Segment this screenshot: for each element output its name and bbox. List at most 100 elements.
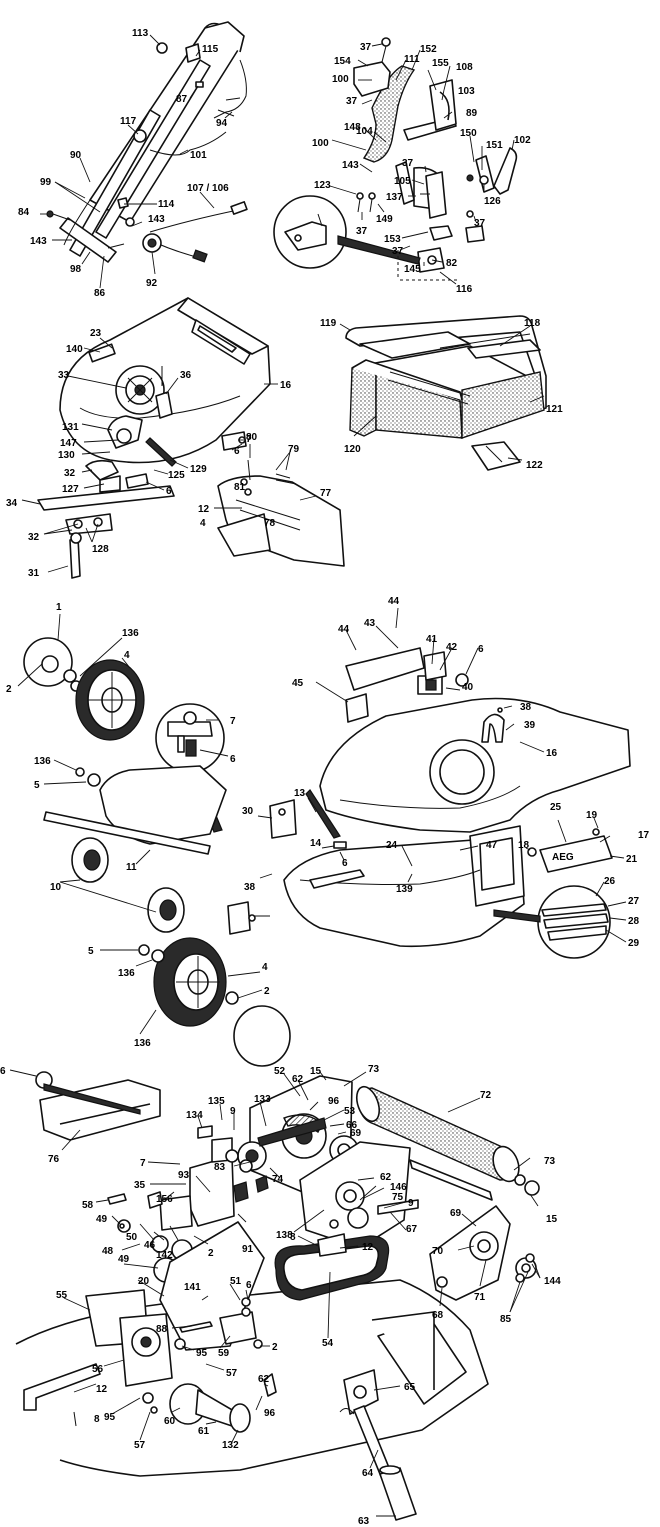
callout-12-b: 12: [362, 1242, 374, 1253]
callout-91: 91: [242, 1244, 254, 1255]
callout-15-a: 15: [310, 1066, 322, 1077]
callout-83: 83: [214, 1162, 226, 1173]
callout-120: 120: [344, 444, 361, 455]
callout-127: 127: [62, 484, 79, 495]
callout-2-d: 2: [272, 1342, 278, 1353]
callout-15-b: 15: [546, 1214, 558, 1225]
callout-56: 56: [92, 1364, 104, 1375]
callout-114: 114: [158, 199, 175, 210]
callout-67: 67: [406, 1224, 418, 1235]
callout-131: 131: [62, 422, 79, 433]
callout-6-f: 6: [0, 1066, 6, 1077]
callout-117: 117: [120, 116, 137, 127]
callout-32-a: 32: [64, 468, 76, 479]
callout-38-b: 38: [520, 702, 532, 713]
callout-149: 149: [376, 214, 393, 225]
callout-43: 43: [364, 618, 376, 629]
callout-6-a: 6: [234, 446, 240, 457]
callout-134: 134: [186, 1110, 203, 1121]
deck-cutter-leaders: [21, 337, 317, 573]
callout-85: 85: [500, 1314, 512, 1325]
callout-147: 147: [60, 438, 77, 449]
callout-71: 71: [474, 1292, 486, 1303]
callout-37-a: 37: [360, 42, 372, 53]
grass-box-leaders: [339, 323, 545, 461]
deck-cutter-assembly: [37, 297, 345, 579]
callout-138: 138: [276, 1230, 293, 1241]
callout-141: 141: [184, 1282, 201, 1293]
handle-assembly: [46, 21, 248, 263]
callout-57-b: 57: [134, 1440, 146, 1451]
callout-4-b: 4: [124, 650, 130, 661]
callout-74: 74: [272, 1174, 284, 1185]
callout-17: 17: [638, 830, 650, 841]
callout-2-c: 2: [208, 1248, 214, 1259]
callout-88: 88: [156, 1324, 168, 1335]
callout-16-a: 16: [280, 380, 292, 391]
callout-69-a: 69: [350, 1128, 362, 1139]
callout-108: 108: [456, 62, 473, 73]
callout-45: 45: [292, 678, 304, 689]
callout-143-a: 143: [148, 214, 165, 225]
callout-6-g: 6: [246, 1280, 252, 1291]
callout-42: 42: [446, 642, 458, 653]
callout-96-b: 96: [264, 1408, 276, 1419]
callout-78: 78: [264, 518, 276, 529]
callout-90: 90: [70, 150, 82, 161]
callout-119: 119: [320, 318, 337, 329]
callout-53: 53: [344, 1106, 356, 1117]
callout-4-a: 4: [200, 518, 206, 529]
callout-154: 154: [334, 56, 351, 67]
callout-139: 139: [396, 884, 413, 895]
callout-77: 77: [320, 488, 332, 499]
callout-137: 137: [386, 192, 403, 203]
callout-16-b: 16: [546, 748, 558, 759]
callout-37-f: 37: [392, 246, 404, 257]
callout-87: 87: [176, 94, 188, 105]
callout-1: 1: [56, 602, 62, 613]
callout-27: 27: [628, 896, 640, 907]
callout-8-a: 8: [290, 1232, 296, 1243]
callout-40: 40: [462, 682, 474, 693]
callout-55: 55: [56, 1290, 68, 1301]
callout-21: 21: [626, 854, 638, 865]
callout-89: 89: [466, 108, 478, 119]
callout-47: 47: [486, 840, 498, 851]
grass-box-assembly: [345, 315, 547, 471]
callout-95-b: 95: [104, 1412, 116, 1423]
callout-72: 72: [480, 1090, 492, 1101]
callout-61: 61: [198, 1426, 210, 1437]
callout-81: 81: [234, 482, 246, 493]
callout-46: 46: [144, 1240, 156, 1251]
callout-118: 118: [524, 318, 541, 329]
callout-6-c: 6: [230, 754, 236, 765]
callout-122: 122: [526, 460, 543, 471]
callout-6-e: 6: [478, 644, 484, 655]
callout-62-c: 62: [258, 1374, 270, 1385]
callout-113: 113: [132, 28, 149, 39]
callout-116: 116: [456, 284, 473, 295]
callout-24: 24: [386, 840, 398, 851]
callout-28: 28: [628, 916, 640, 927]
callout-14: 14: [310, 838, 322, 849]
callout-98: 98: [70, 264, 82, 275]
callout-121: 121: [546, 404, 563, 415]
roller-drive-callouts: 6 15 73 52 62 96 76 135 9 133 53 72 134 …: [0, 1064, 561, 1527]
callout-93: 93: [178, 1170, 190, 1181]
callout-44-b: 44: [338, 624, 350, 635]
callout-104: 104: [356, 126, 373, 137]
callout-64: 64: [362, 1468, 374, 1479]
callout-111: 111: [404, 54, 420, 65]
callout-60: 60: [164, 1416, 176, 1427]
callout-18: 18: [518, 840, 530, 851]
callout-79: 79: [288, 444, 300, 455]
callout-100-b: 100: [312, 138, 329, 149]
callout-59: 59: [218, 1348, 230, 1359]
callout-70: 70: [432, 1246, 444, 1257]
callout-31: 31: [28, 568, 40, 579]
callout-37-b: 37: [346, 96, 358, 107]
handle-clamp-leaders: [329, 43, 515, 285]
callout-36: 36: [180, 370, 192, 381]
callout-51: 51: [230, 1276, 242, 1287]
callout-54: 54: [322, 1338, 334, 1349]
